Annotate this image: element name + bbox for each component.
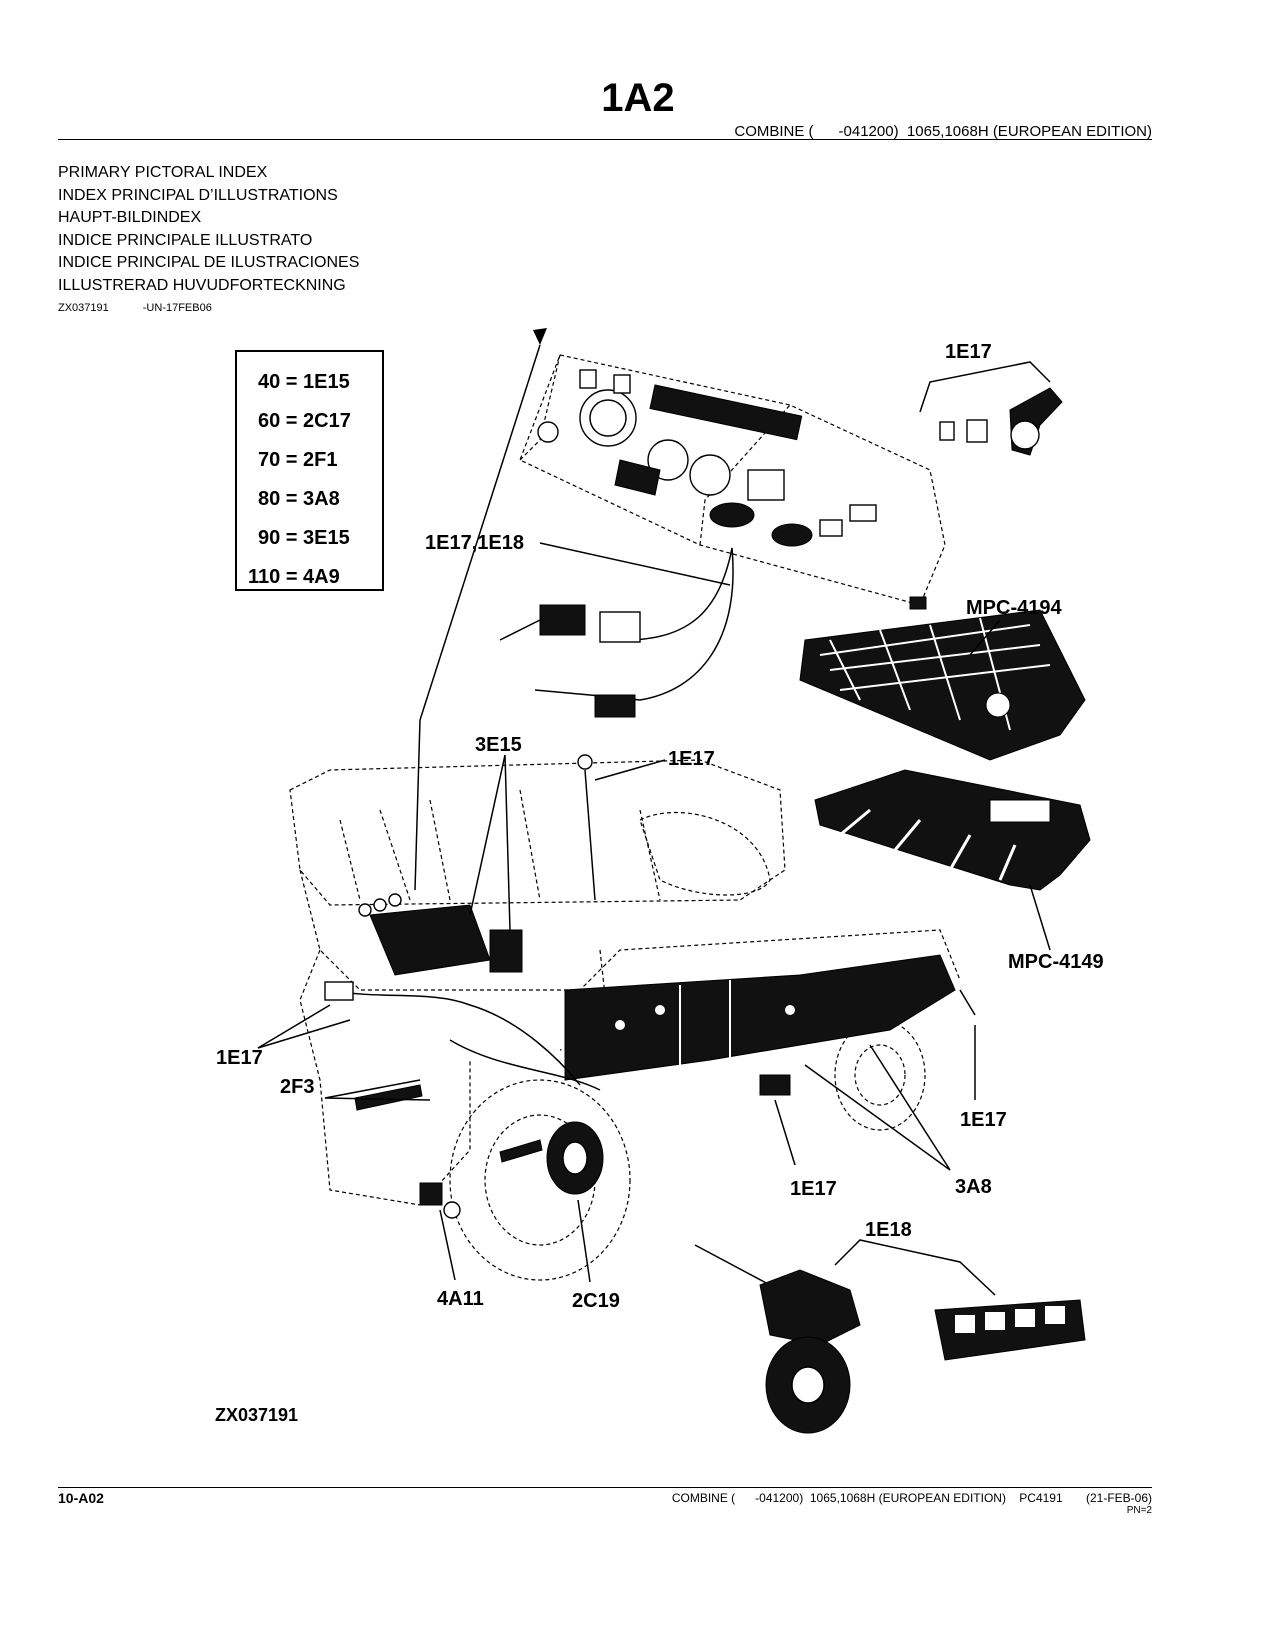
callout-label: 1E17 [216,1047,263,1069]
legend-item: 40 = 1E15 [258,371,350,393]
model-line: COMBINE ( -041200) 1065,1068H (EUROPEAN … [734,123,1152,140]
index-titles: PRIMARY PICTORAL INDEX INDEX PRINCIPAL D… [58,162,359,297]
illustration-reference: ZX037191 -UN-17FEB06 [58,302,212,314]
callout-label: 1E17 [945,341,992,363]
header-mpc-4149-drawing [814,769,1091,891]
index-title-es: INDICE PRINCIPAL DE ILUSTRACIONES [58,254,360,271]
beacon-light-drawing [577,754,596,901]
switch-parts-drawing [919,361,1063,456]
illustration-id: ZX037191 [58,302,109,314]
callout-label: 1E17 [790,1178,837,1200]
legend-item: 110 = 4A9 [248,566,340,588]
callout-label: 3E15 [475,734,522,756]
callout-label: MPC-4194 [966,597,1062,619]
index-title-fr: INDEX PRINCIPAL D’ILLUSTRATIONS [58,186,338,204]
wiring-harness-drawing [324,981,976,1219]
index-title-en: PRIMARY PICTORAL INDEX [58,164,268,181]
callout-label: 1E17 [960,1109,1007,1131]
switch-1e18-drawing [694,1239,1086,1434]
callout-label: 1E18 [865,1219,912,1241]
side-panel-drawing [564,954,956,1081]
callout-label: 2F3 [280,1076,314,1098]
header-rule [58,139,1152,140]
legend-box: 40 = 1E15 60 = 2C17 70 = 2F1 80 = 3A8 90… [235,350,384,591]
footer-rule [58,1487,1152,1488]
callout-label: MPC-4149 [1008,951,1104,973]
footer-page-number: 10-A02 [58,1490,104,1506]
callout-label: 3A8 [955,1176,992,1198]
legend-item: 60 = 2C17 [258,410,351,432]
footer-pn: PN=2 [1126,1505,1152,1516]
footer-text: COMBINE ( -041200) 1065,1068H (EUROPEAN … [671,1491,1152,1505]
illustration-code: -UN-17FEB06 [142,302,212,314]
index-title-it: INDICE PRINCIPALE ILLUSTRATO [58,231,313,249]
instrument-console-drawing [519,354,946,610]
page-code: 1A2 [601,76,675,120]
index-title-sv: ILLUSTRERAD HUVUDFORTECKNING [58,276,346,294]
index-title-de: HAUPT-BILDINDEX [58,209,202,226]
callout-label: 1E17 [668,748,715,770]
legend-item: 90 = 3E15 [258,527,350,549]
leader-lines [257,328,1051,1283]
header-mpc-4194-drawing [799,609,1086,761]
callout-labels: 1E17 1E17,1E18 MPC-4194 3E15 1E17 MPC-41… [216,341,1104,1312]
callout-label: 4A11 [437,1288,484,1310]
legend-item: 70 = 2F1 [258,449,338,471]
battery-drawing [358,893,523,976]
connector-harness-drawing [499,547,734,718]
drawing-id: ZX037191 [215,1405,298,1425]
callout-label: 1E17,1E18 [425,532,524,554]
callout-label: 2C19 [572,1290,620,1312]
legend-item: 80 = 3A8 [258,488,340,510]
